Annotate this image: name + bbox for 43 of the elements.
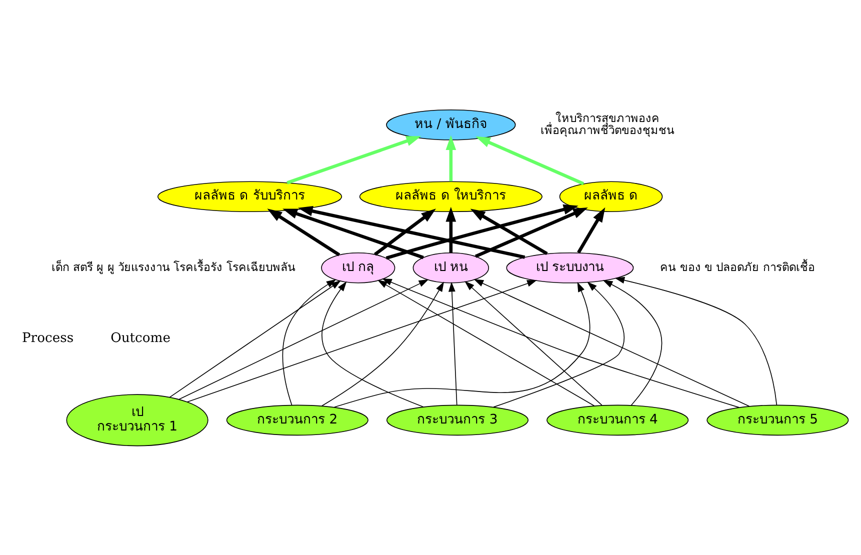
- label: Process: [22, 330, 74, 346]
- node-ellipse: ผลลัพธ ด ใหบริการ: [359, 181, 542, 212]
- node-ellipse: ผลลัพธ ด: [559, 181, 663, 212]
- node-ellipse: เป หน: [412, 252, 490, 284]
- arrow: [602, 280, 662, 406]
- node-label: คน ของ ข ปลอดภัย การติดเชื้อ: [660, 260, 815, 274]
- arrow: [267, 208, 340, 256]
- arrow: [474, 279, 750, 407]
- node-ellipse: เป กลุ: [321, 252, 396, 284]
- arrow: [382, 278, 740, 408]
- arrow: [470, 208, 548, 256]
- arrow: [178, 279, 429, 400]
- label: Outcome: [110, 330, 171, 346]
- arrow: [377, 280, 595, 406]
- node-ellipse: กระบวนการ 5: [706, 404, 849, 436]
- node-label: เพื่อคุณภาพชีวิตของชุมชน: [540, 123, 675, 138]
- node-ellipse: ผลลัพธ ด รับบริการ: [157, 181, 342, 212]
- arrow: [448, 282, 458, 406]
- node-ellipse: กระบวนการ 3: [386, 404, 529, 436]
- arrow: [474, 207, 588, 258]
- arrow: [446, 206, 456, 253]
- arrow: [334, 282, 590, 408]
- arrow: [321, 282, 444, 406]
- arrow: [577, 207, 606, 254]
- arrow: [186, 280, 537, 402]
- arrow: [282, 279, 336, 406]
- arrow: [286, 136, 422, 184]
- arrow: [493, 282, 625, 408]
- arrow: [614, 276, 778, 406]
- arrow: [475, 136, 584, 186]
- node-label: เด็ก สตรี ผู ผู วัยแรงงาน โรคเรื้อรัง โรคเฉียบพลัน: [51, 260, 296, 274]
- node-ellipse: เป กระบวนการ 1: [66, 394, 208, 446]
- node-ellipse: กระบวนการ 4: [546, 404, 689, 436]
- arrow: [322, 281, 424, 408]
- node-ellipse: หน / พันธกิจ: [386, 109, 516, 140]
- arrow: [282, 208, 424, 260]
- arrow: [374, 208, 436, 256]
- arrow: [169, 280, 341, 398]
- node-ellipse: กระบวนการ 2: [226, 404, 368, 436]
- arrow: [446, 135, 456, 182]
- arrow: [298, 206, 526, 259]
- arrow: [386, 204, 578, 260]
- arrow: [464, 281, 602, 406]
